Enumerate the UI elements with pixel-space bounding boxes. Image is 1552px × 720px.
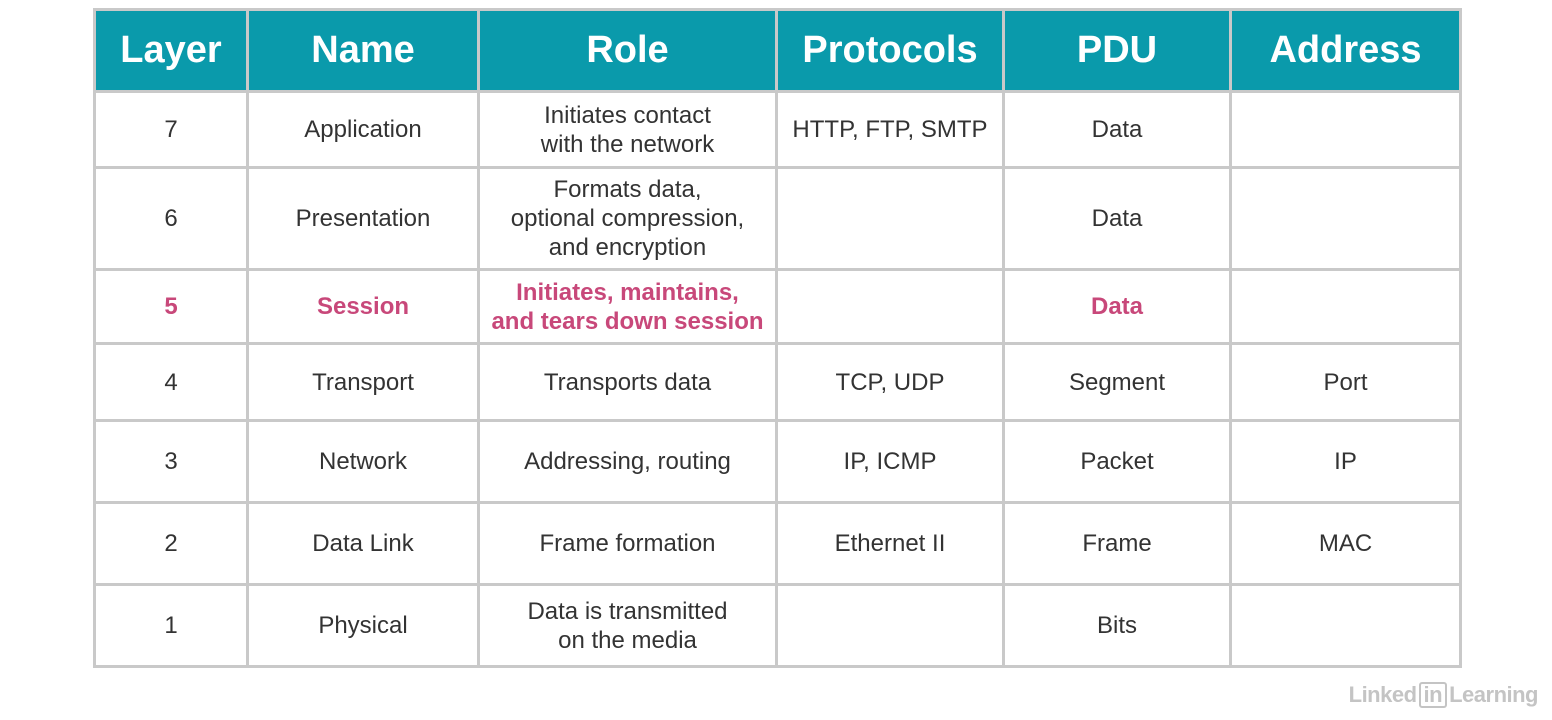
role-line: Addressing, routing (524, 448, 731, 475)
role-line: Frame formation (539, 530, 716, 557)
cell-name: Physical (246, 583, 480, 668)
cell-address (1229, 166, 1462, 271)
cell-role: Formats data,optional compression,and en… (477, 166, 778, 271)
cell-address (1229, 268, 1462, 345)
cell-address: MAC (1229, 501, 1462, 586)
header-role: Role (477, 8, 778, 93)
cell-layer: 6 (93, 166, 249, 271)
header-address: Address (1229, 8, 1462, 93)
role-line: Data is transmitted (527, 597, 728, 625)
cell-role: Frame formation (477, 501, 778, 586)
cell-protocols (775, 268, 1005, 345)
cell-address (1229, 90, 1462, 169)
cell-pdu: Segment (1002, 342, 1232, 422)
role-line: on the media (558, 626, 697, 654)
role-line: optional compression, (510, 205, 745, 232)
cell-pdu: Frame (1002, 501, 1232, 586)
cell-name: Presentation (246, 166, 480, 271)
header-protocols: Protocols (775, 8, 1005, 93)
cell-protocols (775, 166, 1005, 271)
role-line: with the network (540, 130, 715, 158)
cell-protocols: IP, ICMP (775, 419, 1005, 504)
cell-name: Network (246, 419, 480, 504)
cell-address (1229, 583, 1462, 668)
cell-role: Transports data (477, 342, 778, 422)
cell-pdu: Data (1002, 268, 1232, 345)
header-row: Layer Name Role Protocols PDU Address (93, 8, 1462, 93)
cell-name: Transport (246, 342, 480, 422)
role-line: Initiates, maintains, (516, 278, 739, 306)
cell-address: IP (1229, 419, 1462, 504)
cell-address: Port (1229, 342, 1462, 422)
cell-name: Data Link (246, 501, 480, 586)
cell-layer: 7 (93, 90, 249, 169)
cell-protocols: Ethernet II (775, 501, 1005, 586)
cell-layer: 5 (93, 268, 249, 345)
cell-pdu: Data (1002, 166, 1232, 271)
cell-pdu: Data (1002, 90, 1232, 169)
header-name: Name (246, 8, 480, 93)
cell-layer: 3 (93, 419, 249, 504)
cell-pdu: Packet (1002, 419, 1232, 504)
header-layer: Layer (93, 8, 249, 93)
cell-name: Session (246, 268, 480, 345)
role-line: and encryption (548, 234, 707, 261)
cell-name: Application (246, 90, 480, 169)
role-line: Initiates contact (544, 101, 711, 129)
cell-layer: 1 (93, 583, 249, 668)
cell-role: Addressing, routing (477, 419, 778, 504)
cell-protocols: HTTP, FTP, SMTP (775, 90, 1005, 169)
role-line: Transports data (543, 368, 712, 396)
cell-layer: 2 (93, 501, 249, 586)
role-line: and tears down session (491, 307, 764, 335)
cell-pdu: Bits (1002, 583, 1232, 668)
cell-protocols (775, 583, 1005, 668)
cell-protocols: TCP, UDP (775, 342, 1005, 422)
role-line: Formats data, (553, 176, 702, 203)
cell-layer: 4 (93, 342, 249, 422)
header-pdu: PDU (1002, 8, 1232, 93)
cell-role: Initiates, maintains,and tears down sess… (477, 268, 778, 345)
